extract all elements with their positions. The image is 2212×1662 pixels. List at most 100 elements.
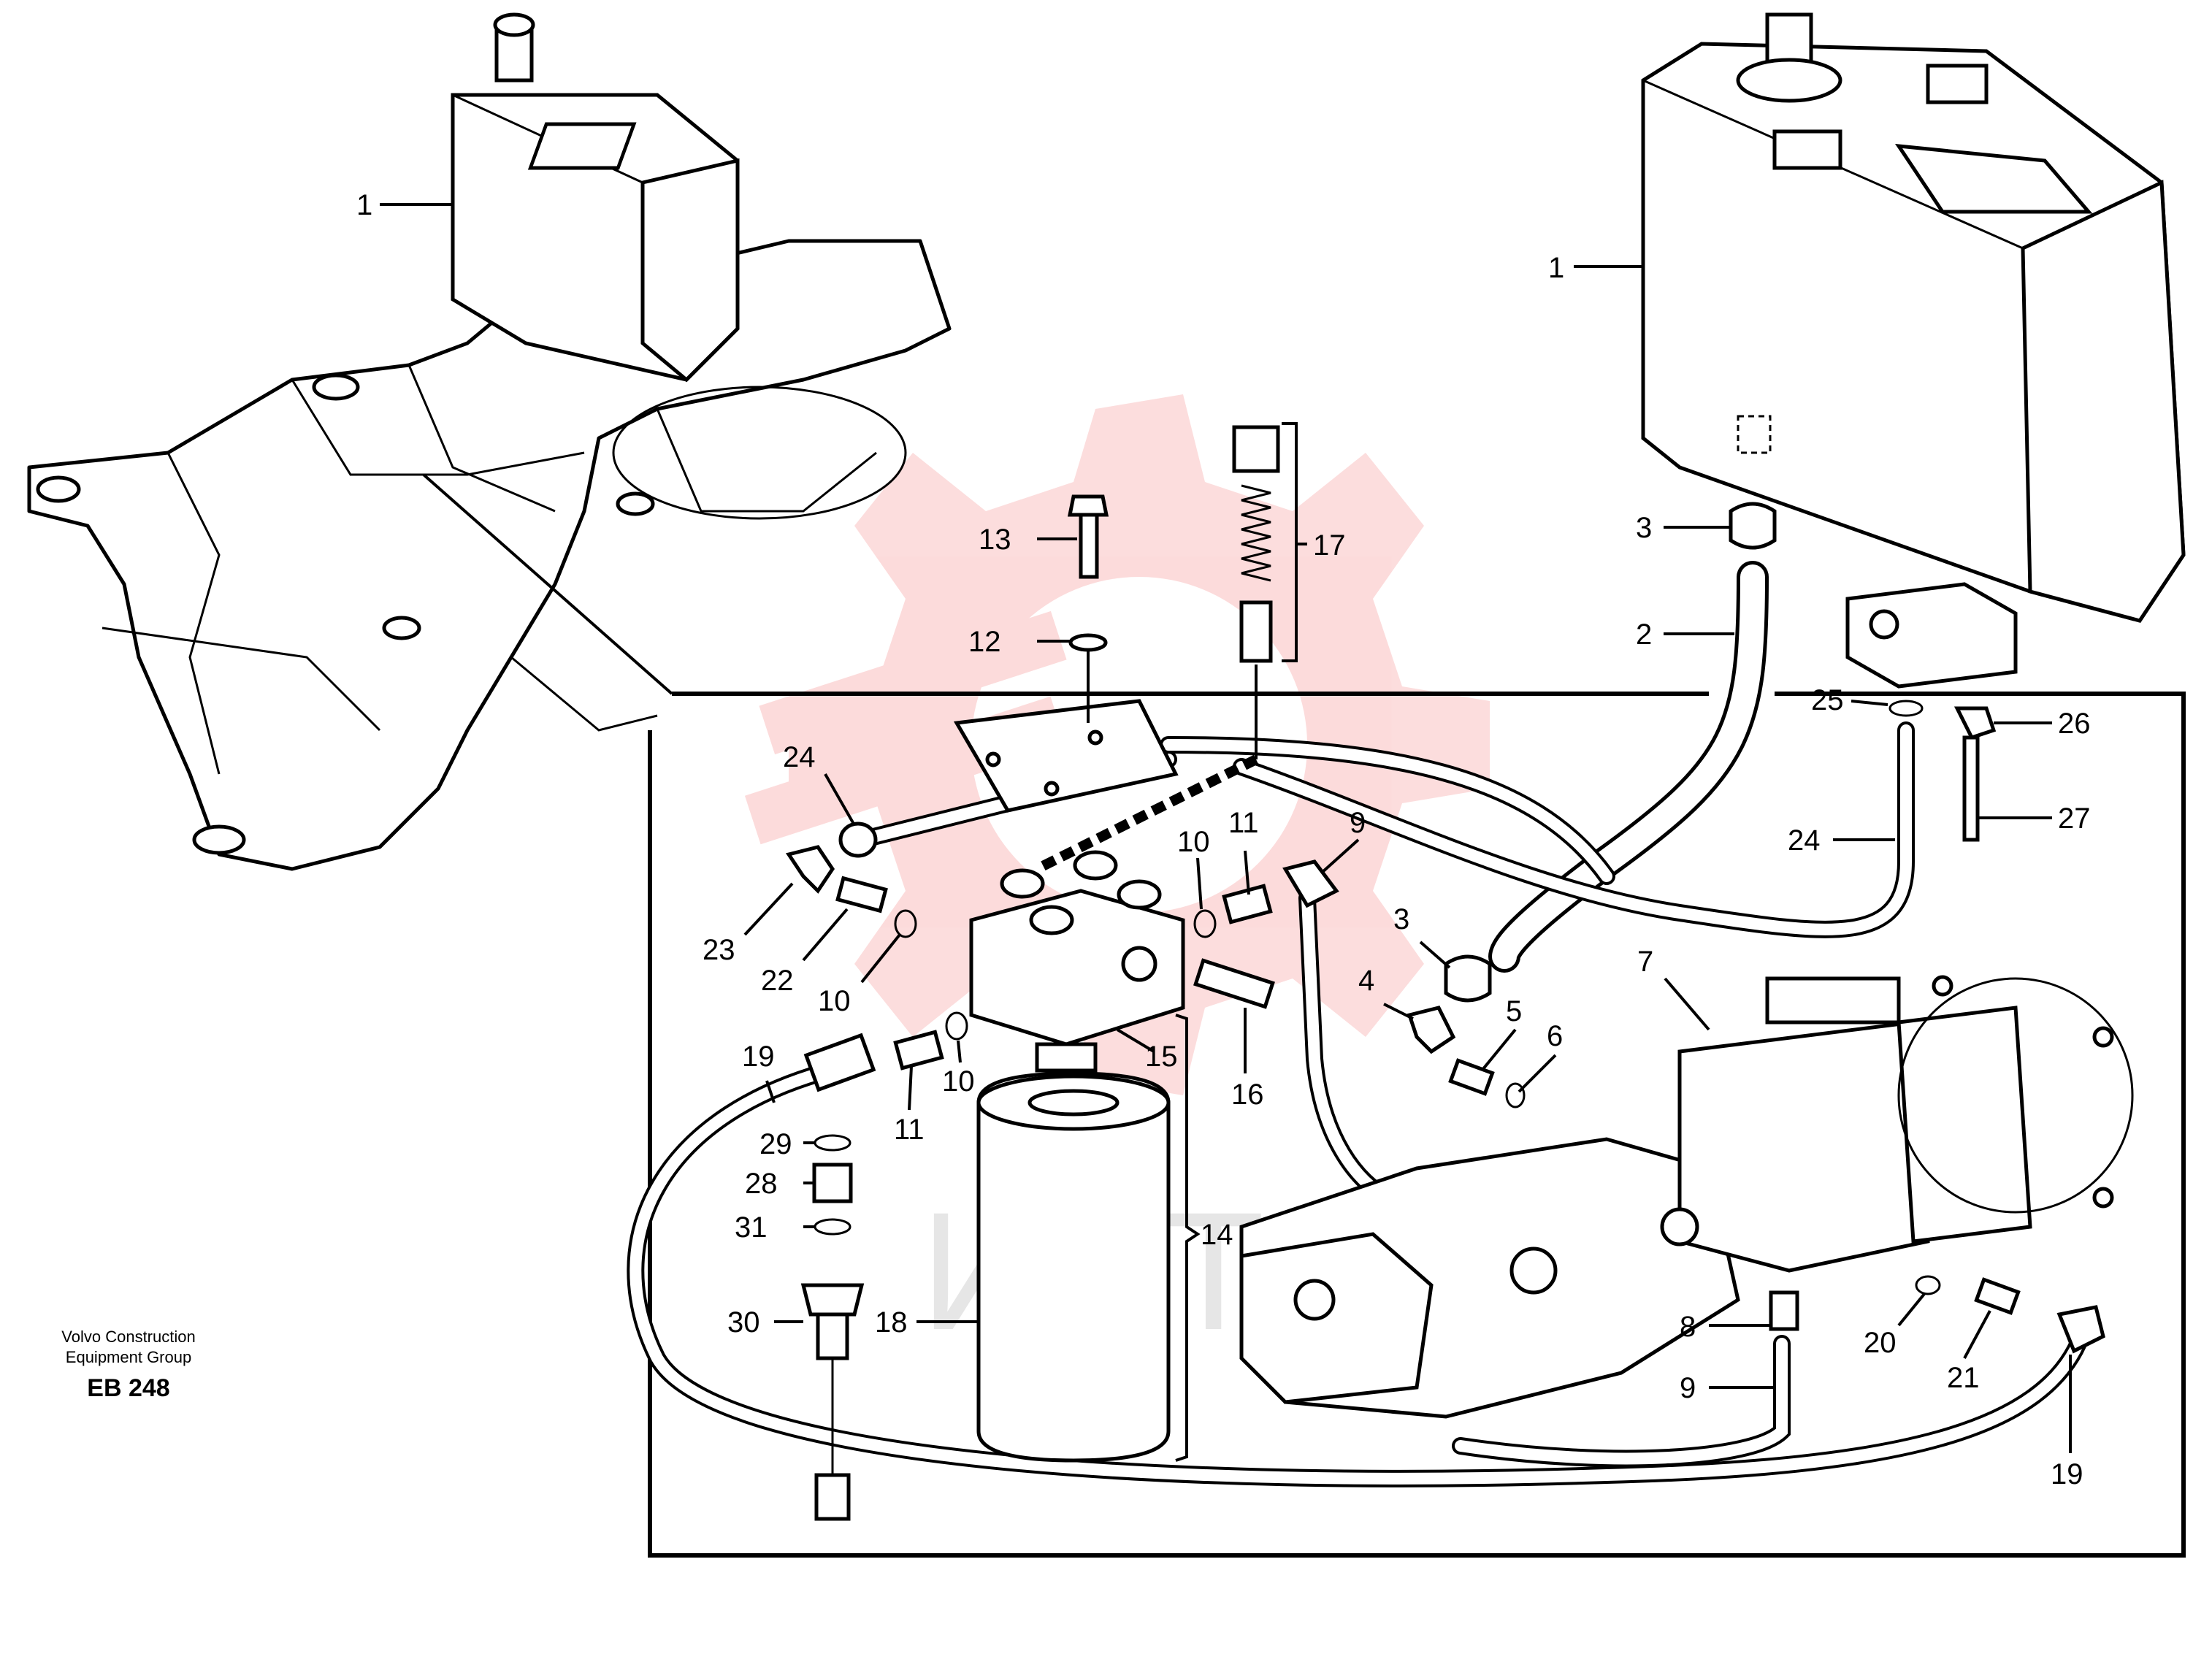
tank-cover-plate: [1894, 143, 2093, 214]
publisher-block: Volvo Construction Equipment Group EB 24…: [61, 1328, 195, 1402]
relief-valve-poppet: [1239, 600, 1273, 663]
adapter-5: [1448, 1058, 1495, 1096]
sensor-30: [800, 1283, 865, 1317]
filter-cartridge-18: [976, 1071, 1171, 1463]
callout-10-left: 10: [818, 985, 851, 1017]
elbow-4: [1407, 1006, 1456, 1054]
callout-3-low: 3: [1393, 903, 1409, 935]
detail-box-border: [648, 692, 2186, 1558]
callout-26: 26: [2058, 708, 2091, 740]
callout-27: 27: [2058, 803, 2091, 835]
leader-9-top: [1320, 838, 1360, 874]
callout-21: 21: [1947, 1362, 1980, 1394]
pump-solenoid-block: [1897, 1006, 2032, 1244]
callout-24-right: 24: [1788, 824, 1821, 857]
frame-detail-4: [656, 408, 877, 513]
pressure-sensor-16: [1193, 958, 1275, 1009]
pump-front-body: [1239, 1232, 1434, 1404]
frame-mount-hole-3: [192, 824, 246, 855]
frame-mount-hole-1: [36, 475, 81, 503]
callout-20: 20: [1864, 1327, 1897, 1359]
leader-10-mid: [957, 1040, 962, 1063]
return-valve-block: [1845, 582, 2018, 689]
bolt-13: [1079, 509, 1099, 579]
upper-frame: [27, 239, 952, 871]
leader-10-left: [860, 933, 901, 984]
filter-head-port-1: [1000, 868, 1045, 899]
elbow-9: [1282, 859, 1339, 908]
callout-4: 4: [1358, 965, 1374, 997]
callout-7: 7: [1637, 946, 1653, 978]
leader-24-left: [824, 773, 856, 826]
adapter-28: [812, 1163, 853, 1203]
tank-bracket-1: [1926, 64, 1989, 104]
hose-clamp-top: [1729, 502, 1777, 550]
callout-10-mid: 10: [942, 1065, 975, 1098]
long-pressure-hose-inner: [629, 1060, 2087, 1485]
lock-washer-12: [1068, 633, 1108, 652]
leader-lines: [380, 203, 2072, 1453]
pump-port-2: [1509, 1246, 1558, 1295]
callout-11-top: 11: [1228, 807, 1259, 839]
filter-head-side-port: [1121, 946, 1157, 982]
frame-detail-2: [291, 379, 585, 476]
drawing-code: EB 248: [87, 1374, 169, 1402]
hose-end-19-right: [2056, 1305, 2105, 1354]
callout-5: 5: [1506, 995, 1522, 1027]
callout-29: 29: [759, 1128, 792, 1160]
adapter-11b: [1222, 884, 1273, 924]
callout-13: 13: [979, 524, 1011, 556]
callout-19-left: 19: [742, 1041, 775, 1073]
filter-head-15: [969, 889, 1185, 1046]
adapter-11a: [893, 1030, 944, 1071]
machine-frame-overview: [27, 12, 952, 871]
seal-ring-25: [1888, 700, 1924, 717]
washer-29: [814, 1134, 851, 1152]
callout-1-right: 1: [1548, 252, 1564, 284]
sensor-30-connector: [814, 1473, 851, 1521]
o-ring-6: [1505, 1082, 1526, 1108]
leader-20: [1897, 1293, 1926, 1327]
plate-hole-2: [1087, 729, 1103, 746]
sensor-30-body: [816, 1312, 849, 1360]
leader-11-mid: [908, 1065, 913, 1111]
tank-bracket-2: [1772, 129, 1842, 170]
washer-31: [814, 1218, 851, 1236]
leader-19-left: [765, 1080, 776, 1103]
callout-25: 25: [1811, 684, 1844, 716]
small-tank-top-edge: [452, 93, 738, 184]
watermark-band-1: [759, 610, 1067, 755]
relief-valve-plug: [1232, 425, 1280, 473]
filter-head-port-2: [1073, 850, 1118, 881]
callout-11-mid: 11: [894, 1114, 925, 1146]
callout-17: 17: [1313, 529, 1346, 562]
small-tank-breather-cap: [493, 12, 535, 37]
clamp-3-lower: [1444, 954, 1492, 1003]
callout-14: 14: [1201, 1219, 1233, 1251]
callout-24-left: 24: [783, 741, 816, 773]
tank-breather-flange: [1736, 58, 1842, 103]
callout-10-top: 10: [1177, 826, 1210, 858]
bolt-13-head: [1067, 494, 1109, 517]
adapter-22: [835, 876, 888, 914]
o-ring-20: [1915, 1275, 1941, 1295]
frame-detail-6: [102, 627, 381, 732]
callout-28: 28: [745, 1168, 778, 1200]
leader-7: [1664, 977, 1710, 1031]
frame-mount-hole-4: [382, 616, 421, 640]
adapter-21: [1974, 1277, 2021, 1315]
callout-8: 8: [1680, 1311, 1696, 1343]
leader-4: [1383, 1003, 1414, 1020]
leader-11-top: [1244, 850, 1250, 895]
callout-22: 22: [761, 965, 794, 997]
callout-6: 6: [1547, 1020, 1563, 1052]
filter-cartridge-bore: [1027, 1089, 1120, 1117]
callout-labels: 1 1 2 3 3 4 5 6 7 8 9 9 10 10 10 11 11 1…: [356, 189, 2091, 1490]
filter-mounting-plate: [953, 699, 1179, 813]
valve-block-port: [1869, 609, 1899, 640]
hose-end-24: [838, 822, 878, 858]
o-ring-10c: [1193, 909, 1217, 938]
frame-detail-5: [510, 656, 658, 732]
pump-port-3: [1660, 1207, 1699, 1246]
